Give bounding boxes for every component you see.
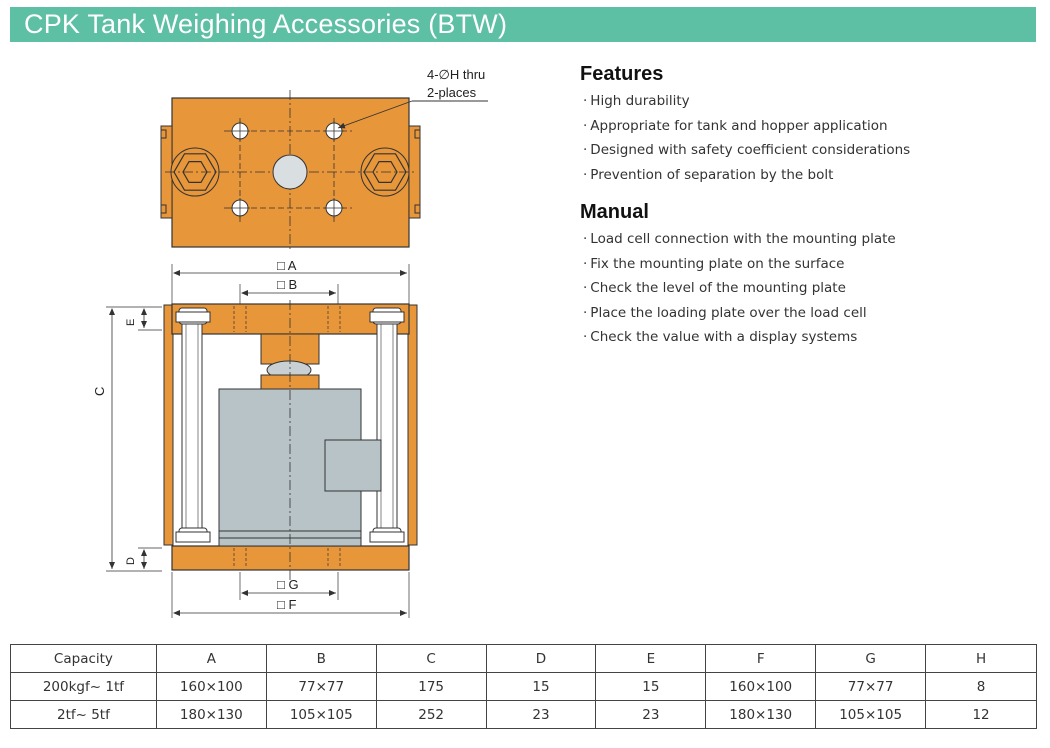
top-view: 4-∅H thru 2-places — [160, 67, 488, 252]
table-cell: 8 — [925, 672, 1037, 701]
dimension-d-label: D — [125, 557, 137, 565]
front-view: □ A □ B — [92, 258, 418, 618]
center-load-button — [272, 154, 308, 190]
table-cell: 105×105 — [815, 700, 927, 729]
table-cell: 180×130 — [705, 700, 817, 729]
table-cell: 200kgf~ 1tf — [10, 672, 157, 701]
table-cell: 105×105 — [265, 700, 377, 729]
list-item: ·Check the value with a display systems — [583, 329, 858, 345]
table-header-row: Capacity A B C D E F G H — [10, 644, 1037, 673]
table-header: E — [595, 644, 707, 673]
table-cell: 23 — [595, 700, 707, 729]
dimension-g-label: □ G — [277, 577, 299, 592]
table-header: Capacity — [10, 644, 157, 673]
list-item: ·Appropriate for tank and hopper applica… — [583, 117, 888, 134]
table-header: A — [155, 644, 267, 673]
table-cell: 77×77 — [265, 672, 377, 701]
dimension-f-label: □ F — [277, 597, 296, 612]
side-plate-left — [163, 304, 174, 546]
table-cell: 77×77 — [815, 672, 927, 701]
front-bottom-plate — [171, 545, 410, 571]
dimension-e-label: E — [125, 319, 137, 326]
hole-callout-2: 2-places — [427, 85, 477, 100]
manual-list: ·Load cell connection with the mounting … — [583, 229, 896, 352]
table-cell: 23 — [485, 700, 597, 729]
dimension-c-label: C — [92, 387, 107, 396]
features-heading: Features — [580, 63, 664, 85]
title-bar: CPK Tank Weighing Accessories (BTW) — [10, 7, 1036, 42]
table-header: G — [815, 644, 927, 673]
technical-drawing: 4-∅H thru 2-places □ A □ B — [92, 67, 488, 618]
table-header: D — [485, 644, 597, 673]
manual-heading: Manual — [580, 201, 649, 223]
features-list: ·High durability ·Appropriate for tank a… — [583, 91, 910, 189]
page-title: CPK Tank Weighing Accessories (BTW) — [24, 9, 508, 39]
dimension-a-label: □ A — [277, 258, 297, 273]
list-item: ·Designed with safety coefficient consid… — [583, 142, 911, 158]
table-cell: 175 — [375, 672, 487, 701]
hole-callout-1: 4-∅H thru — [427, 67, 485, 82]
table-row: 200kgf~ 1tf 160×100 77×77 175 15 15 160×… — [10, 672, 1037, 701]
table-cell: 160×100 — [705, 672, 817, 701]
table-cell: 160×100 — [155, 672, 267, 701]
list-item: ·Prevention of separation by the bolt — [583, 166, 834, 183]
side-plate-right — [407, 304, 418, 546]
list-item: ·Place the loading plate over the load c… — [583, 304, 867, 321]
spec-table: Capacity A B C D E F G H 200kgf~ 1tf 160… — [10, 644, 1037, 729]
side-tab-right — [408, 125, 421, 219]
table-header: B — [265, 644, 377, 673]
table-cell: 180×130 — [155, 700, 267, 729]
table-cell: 2tf~ 5tf — [10, 700, 157, 729]
table-header: F — [705, 644, 817, 673]
table-header: C — [375, 644, 487, 673]
table-cell: 15 — [485, 672, 597, 701]
list-item: ·Check the level of the mounting plate — [583, 280, 846, 296]
dimension-b-label: □ B — [277, 277, 297, 292]
list-item: ·Fix the mounting plate on the surface — [583, 255, 845, 272]
table-cell: 15 — [595, 672, 707, 701]
load-cell-connector — [324, 439, 382, 492]
table-cell: 12 — [925, 700, 1037, 729]
hole-leader — [337, 100, 413, 129]
table-header: H — [925, 644, 1037, 673]
table-cell: 252 — [375, 700, 487, 729]
list-item: ·High durability — [583, 93, 690, 109]
list-item: ·Load cell connection with the mounting … — [583, 231, 896, 247]
table-row: 2tf~ 5tf 180×130 105×105 252 23 23 180×1… — [10, 700, 1037, 729]
